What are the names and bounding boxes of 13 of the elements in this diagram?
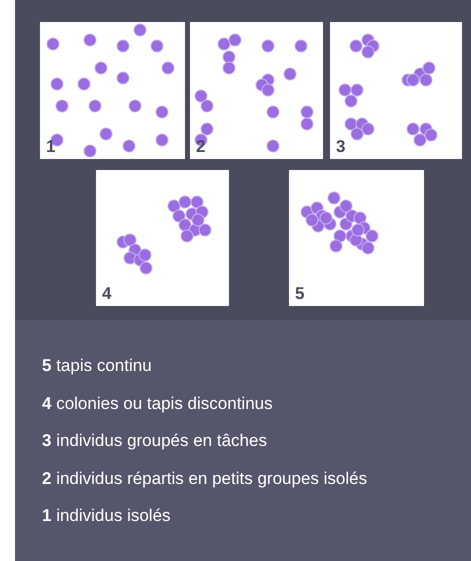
legend-text: 2 individus répartis en petits groupes isolés [42,468,368,489]
panel-number: 5 [295,285,304,302]
legend-text: 4 colonies ou tapis discontinus [42,394,273,414]
legend-text: 1 individus isolés [42,506,171,526]
panel-number: 4 [102,285,112,302]
sample-panel [330,22,462,159]
panel-number: 3 [336,138,346,155]
legend-text: 5 tapis continu [42,356,152,376]
sample-panel [96,170,229,306]
sample-panel [289,170,424,306]
sample-panel [190,22,323,159]
panel-number: 1 [46,138,56,155]
legend-text: 3 individus groupés en tâches [42,431,267,452]
